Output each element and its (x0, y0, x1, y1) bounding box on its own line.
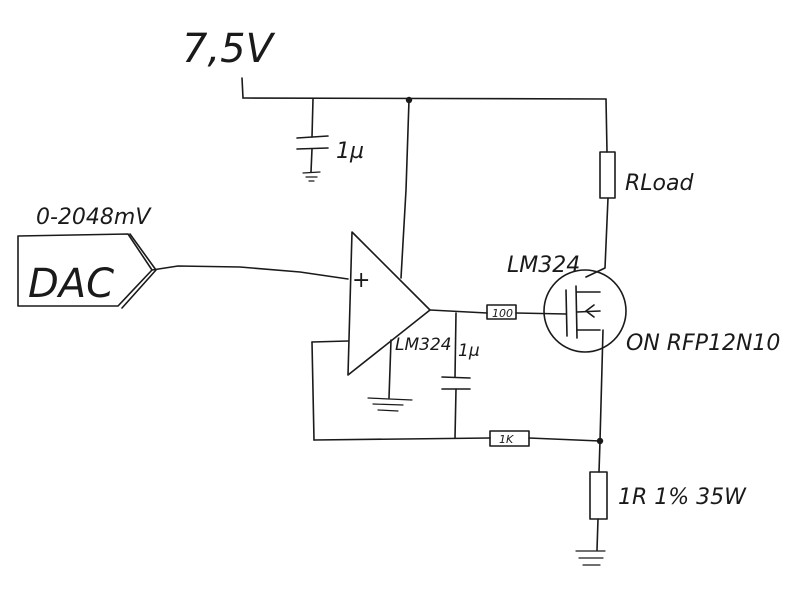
load-resistor (599, 151, 616, 199)
opamp-ground-symbol (367, 397, 413, 412)
feedback-resistor-value: 1K (499, 433, 514, 446)
supply-lead (241, 77, 244, 99)
supply-voltage-label: 7,5V (182, 26, 276, 72)
dac-label: DAC (28, 261, 114, 307)
opamp-triangle (347, 231, 431, 376)
gate-resistor (486, 304, 517, 320)
supply-rail-wire (242, 97, 607, 100)
sense-wire (598, 440, 601, 473)
sense-resistor (589, 471, 608, 520)
feedback-left-wire (311, 341, 315, 441)
opamp-supply-wire (400, 99, 410, 279)
dac-to-opamp-wire (151, 265, 349, 280)
decoupling-capacitor-value: 1µ (336, 139, 364, 164)
gate-wire (515, 312, 567, 315)
filter-capacitor-value: 1µ (458, 341, 480, 361)
mosfet-part-label: ON RFP12N10 (626, 331, 780, 356)
gate-resistor-value: 100 (492, 307, 513, 320)
sense-ground-symbol (575, 550, 606, 566)
load-to-drain-wire (585, 197, 609, 278)
opamp-inverting-wire (311, 340, 349, 343)
opamp-ground-wire (388, 339, 392, 399)
sense-to-ground-wire (596, 518, 599, 551)
sense-resistor-label: 1R 1% 35W (618, 485, 747, 510)
load-resistor-label: RLoad (625, 171, 694, 196)
feedback-bottom-wire (313, 437, 491, 441)
dac-range-label: 0-2048mV (36, 205, 152, 230)
opamp-part-label-top: LM324 (507, 253, 580, 278)
opamp-part-label: LM324 (395, 335, 452, 355)
opamp-output-wire (429, 309, 488, 314)
output-filter-capacitor (441, 312, 471, 439)
source-wire (599, 329, 604, 442)
opamp-plus-sign: + (352, 268, 370, 293)
load-wire-top (605, 98, 608, 153)
mosfet (543, 269, 627, 353)
feedback-to-node-wire (528, 437, 601, 442)
decoupling-capacitor (296, 98, 329, 182)
